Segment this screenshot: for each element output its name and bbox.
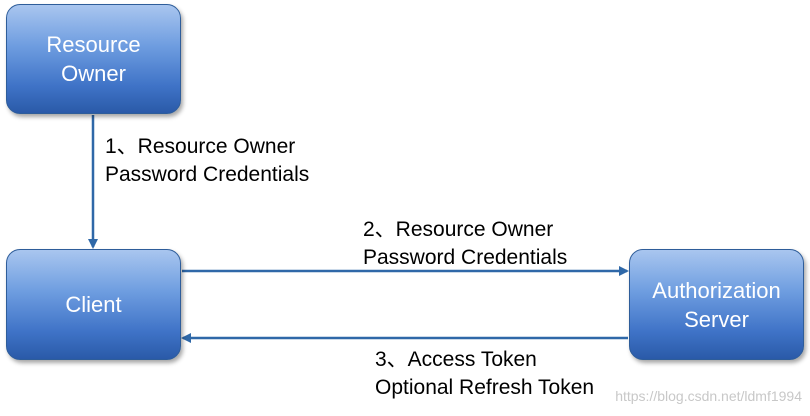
resource-owner-label-line-2: Owner [61, 61, 126, 86]
authorization-server-label-line-2: Server [684, 306, 749, 332]
edge-label-step-3-line-1: 3、Access Token [375, 348, 537, 371]
client-node: Client [6, 249, 181, 360]
resource-owner-node: Resource Owner [6, 4, 181, 114]
authorization-server-label-line-1: Authorization [652, 277, 781, 303]
edge-label-step-1-line-1: 1、Resource Owner [105, 135, 296, 158]
watermark: https://blog.csdn.net/ldmf1994 [615, 388, 802, 404]
edge-label-step-3: 3、Access Token Optional Refresh Token [375, 346, 594, 402]
edge-label-step-1-line-2: Password Credentials [105, 163, 310, 186]
authorization-server-node: Authorization Server [629, 249, 804, 360]
edge-label-step-1: 1、Resource Owner Password Credentials [105, 133, 309, 189]
client-label: Client [65, 292, 122, 317]
edge-label-step-2-line-1: 2、Resource Owner [363, 218, 554, 241]
edge-label-step-2-line-2: Password Credentials [363, 246, 568, 269]
edge-label-step-2: 2、Resource Owner Password Credentials [363, 216, 567, 272]
resource-owner-label-line-1: Resource [46, 32, 141, 57]
edge-label-step-3-line-2: Optional Refresh Token [375, 376, 595, 399]
